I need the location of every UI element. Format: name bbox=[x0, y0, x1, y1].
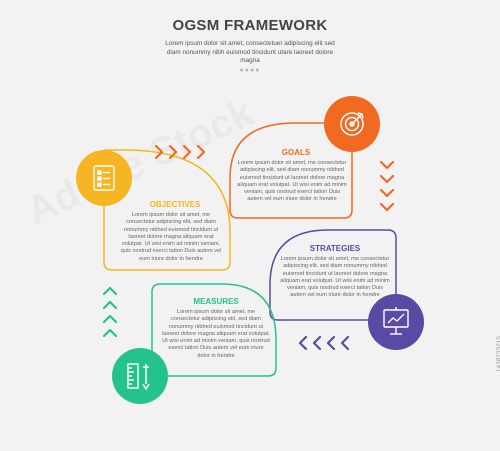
goals-description: Lorem ipsum dolor sit amet, me consectet… bbox=[237, 160, 347, 203]
objectives-title: OBJECTIVES bbox=[149, 200, 201, 209]
objectives-description: Lorem ipsum dolor sit amet, me consectet… bbox=[120, 212, 222, 262]
pagination-dots: ●●●● bbox=[239, 67, 261, 74]
measures-icon-circle bbox=[112, 348, 168, 404]
target-icon bbox=[340, 112, 364, 136]
strategies-icon-circle bbox=[368, 294, 424, 350]
chevrons-up-left bbox=[102, 286, 118, 338]
objectives-icon-circle bbox=[76, 150, 132, 206]
objectives-outline bbox=[103, 149, 231, 271]
strategies-description: Lorem ipsum dolor sit amet, me consectet… bbox=[280, 256, 390, 299]
measures-description: Lorem ipsum dolor sit amet, me consectet… bbox=[162, 309, 270, 359]
strategies-title: STRATEGIES bbox=[309, 244, 361, 253]
measures-title: MEASURES bbox=[193, 297, 239, 306]
chevrons-left-bottom bbox=[298, 335, 350, 351]
chevrons-right-top bbox=[154, 144, 206, 160]
page-title: OGSM FRAMEWORK bbox=[172, 17, 328, 34]
page-subtitle: Lorem ipsum dolor sit amet, consectetuer… bbox=[165, 40, 335, 65]
goals-outline bbox=[229, 122, 353, 219]
stock-id: 1438733215 bbox=[496, 336, 500, 373]
strategies-outline bbox=[269, 229, 397, 321]
ruler-pencil-icon bbox=[127, 363, 150, 391]
chevrons-down-right bbox=[379, 160, 395, 212]
measures-outline bbox=[151, 283, 277, 377]
goals-title: GOALS bbox=[281, 148, 311, 157]
goals-icon-circle bbox=[324, 96, 380, 152]
checklist-icon bbox=[93, 165, 115, 191]
presentation-board-icon bbox=[383, 307, 409, 335]
